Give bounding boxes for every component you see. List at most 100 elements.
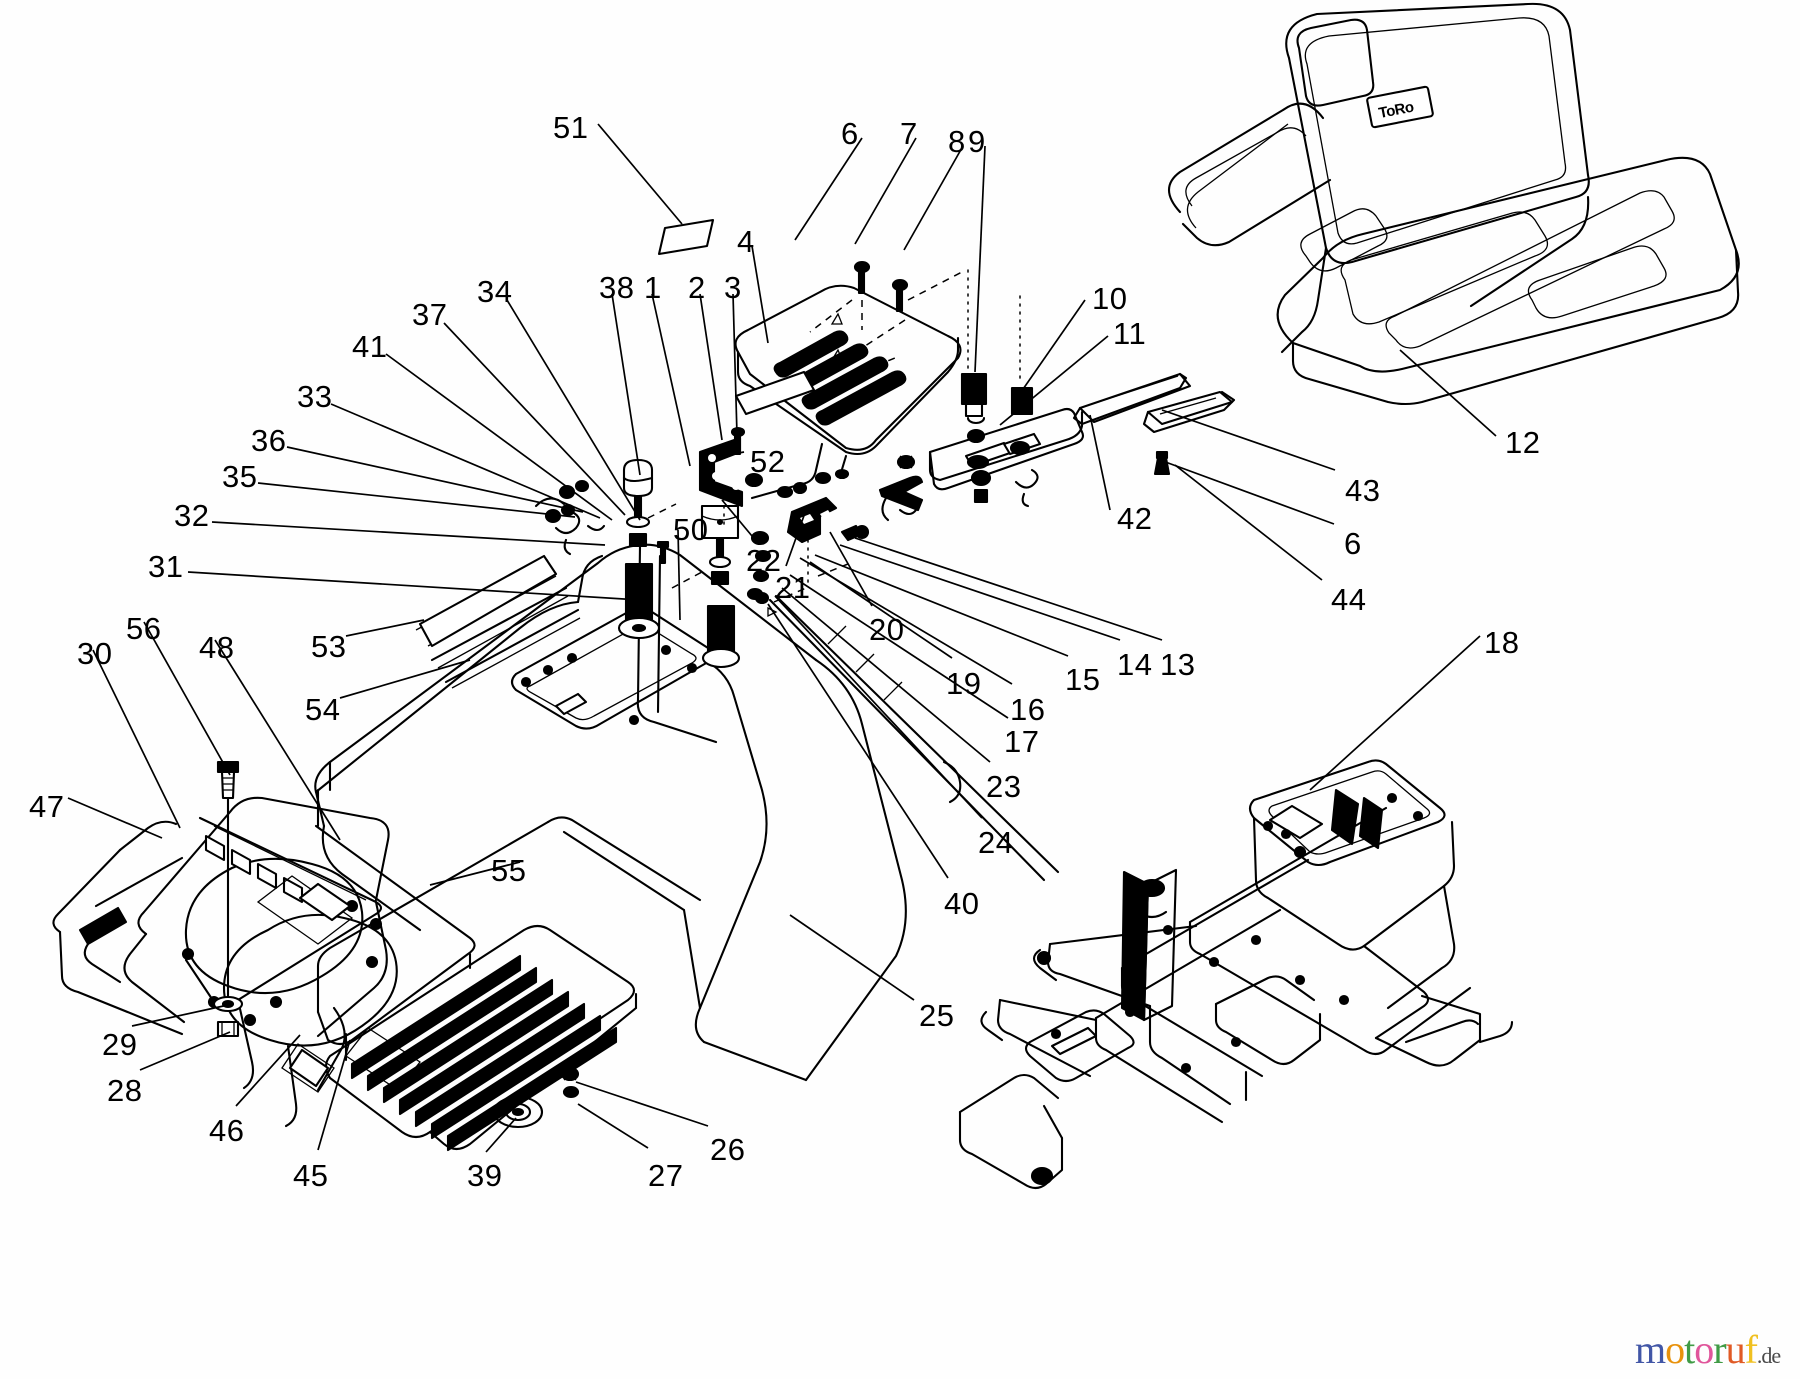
- part-callout-21: 21: [775, 570, 811, 605]
- leader-line: [799, 557, 1013, 685]
- part-callout-7: 7: [900, 116, 918, 151]
- part-callout-40: 40: [944, 886, 980, 921]
- left-fender-shroud: [52, 760, 421, 1128]
- part-callout-24: 24: [978, 825, 1014, 860]
- leader-line: [214, 639, 341, 841]
- part-callout-37: 37: [412, 297, 448, 332]
- watermark-letter: t: [1684, 1327, 1695, 1372]
- leader-line: [575, 1081, 709, 1127]
- part-callout-6: 6: [841, 116, 859, 151]
- part-callout-47: 47: [29, 789, 65, 824]
- leader-line: [1159, 459, 1335, 525]
- part-callout-4: 4: [737, 224, 755, 259]
- leader-line: [854, 137, 917, 245]
- part-callout-14: 14: [1117, 647, 1153, 682]
- seat-rails: [1072, 372, 1236, 476]
- part-callout-38: 38: [599, 270, 635, 305]
- leader-line: [131, 1004, 229, 1027]
- leader-line: [1011, 299, 1086, 406]
- leader-line: [767, 603, 949, 879]
- leader-line: [443, 322, 626, 516]
- part-callout-28: 28: [107, 1073, 143, 1108]
- part-callout-43: 43: [1345, 473, 1381, 508]
- leader-line: [781, 587, 991, 763]
- leader-line: [839, 544, 1121, 641]
- leader-line: [774, 595, 983, 819]
- hood-fender-body: [314, 543, 907, 1152]
- part-callout-11: 11: [1113, 316, 1147, 351]
- washer-fasteners-bottom: [492, 1067, 580, 1129]
- leader-line: [339, 659, 471, 699]
- decal-51: [657, 218, 715, 256]
- leader-line: [506, 299, 641, 521]
- leader-line: [677, 529, 681, 621]
- leader-line: [903, 145, 964, 251]
- leader-line: [330, 403, 601, 519]
- leader-line: [974, 145, 986, 373]
- chassis-frame: [958, 759, 1514, 1190]
- part-callout-32: 32: [174, 498, 210, 533]
- part-callout-48: 48: [199, 630, 235, 665]
- part-callout-2: 2: [688, 270, 706, 305]
- leader-line: [257, 482, 576, 518]
- part-callout-19: 19: [946, 666, 982, 701]
- part-callout-27: 27: [648, 1158, 684, 1193]
- part-callout-46: 46: [209, 1113, 245, 1148]
- part-callout-9: 9: [968, 124, 986, 159]
- watermark-letter: r: [1713, 1327, 1726, 1372]
- leader-line: [751, 245, 769, 344]
- part-callout-33: 33: [297, 379, 333, 414]
- watermark-letter: f: [1744, 1327, 1758, 1372]
- part-callout-35: 35: [222, 459, 258, 494]
- svg-text:ToRo: ToRo: [1377, 99, 1415, 122]
- leader-line: [597, 123, 683, 225]
- part-callout-55: 55: [491, 853, 527, 888]
- leader-line: [721, 499, 758, 543]
- leader-line: [699, 293, 723, 441]
- leader-line: [789, 574, 1009, 719]
- leader-line: [143, 621, 231, 776]
- leader-line: [814, 554, 1069, 657]
- leader-line: [286, 446, 584, 513]
- part-callout-12: 12: [1505, 425, 1541, 460]
- leader-line: [211, 521, 606, 546]
- leader-line: [139, 1031, 231, 1071]
- leader-line: [727, 451, 745, 456]
- watermark-letter: u: [1725, 1327, 1746, 1372]
- leader-line: [1161, 409, 1336, 471]
- leader-line: [67, 797, 163, 839]
- part-callout-41: 41: [352, 329, 388, 364]
- part-callout-31: 31: [148, 549, 184, 584]
- leader-line: [1399, 349, 1497, 437]
- leader-line: [1089, 414, 1111, 511]
- watermark-letter: m: [1635, 1327, 1666, 1372]
- part-callout-25: 25: [919, 998, 955, 1033]
- leader-line: [611, 293, 641, 476]
- leader-line: [317, 1039, 351, 1151]
- leader-line: [999, 335, 1109, 426]
- leader-line: [785, 509, 807, 567]
- part-callout-36: 36: [251, 423, 287, 458]
- leader-line: [345, 619, 425, 637]
- leader-line: [485, 1117, 517, 1153]
- leader-line: [651, 293, 691, 467]
- part-callout-20: 20: [869, 612, 905, 647]
- part-callout-23: 23: [986, 769, 1022, 804]
- watermark-suffix: .de: [1756, 1343, 1781, 1368]
- part-callout-51: 51: [553, 110, 589, 145]
- part-callout-45: 45: [293, 1158, 329, 1193]
- leader-line: [385, 353, 613, 521]
- motoruf-watermark: motoruf.de: [1635, 1326, 1781, 1373]
- part-callout-44: 44: [1331, 582, 1367, 617]
- leader-line: [429, 861, 521, 886]
- part-callout-53: 53: [311, 629, 347, 664]
- leader-line: [854, 537, 1163, 641]
- part-callout-6: 6: [1344, 526, 1362, 561]
- part-callout-10: 10: [1092, 281, 1128, 316]
- leader-line: [1174, 464, 1323, 581]
- part-callout-42: 42: [1117, 501, 1153, 536]
- leader-line: [187, 571, 641, 601]
- part-callout-16: 16: [1010, 692, 1046, 727]
